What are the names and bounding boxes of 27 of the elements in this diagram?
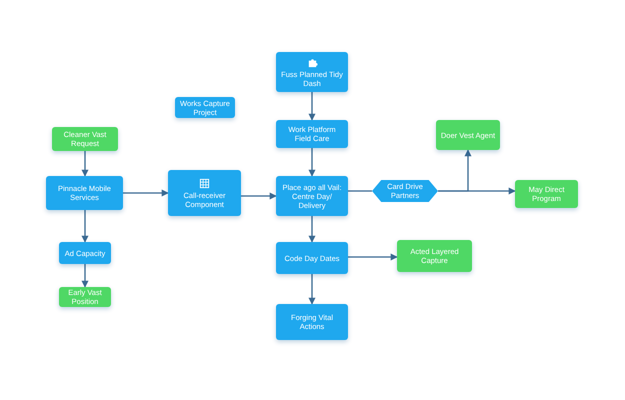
- process-box: [276, 176, 348, 216]
- process-box: [276, 120, 348, 148]
- arrow: [82, 210, 88, 243]
- process-box: [276, 242, 348, 274]
- arrow: [308, 92, 316, 121]
- outcome-box: [515, 180, 578, 208]
- outcome-box: [397, 240, 472, 272]
- outcome-box: [52, 127, 118, 151]
- outcome-box: [436, 120, 500, 150]
- process-box: [276, 52, 348, 92]
- arrow: [348, 254, 398, 260]
- process-box: [59, 242, 111, 264]
- arrow: [123, 190, 169, 196]
- connector-line: [348, 190, 372, 192]
- arrow: [308, 216, 316, 243]
- process-box: [276, 304, 348, 340]
- arrow: [308, 148, 316, 177]
- decision-hexagon: [372, 180, 438, 202]
- arrow: [241, 192, 277, 200]
- process-box: [175, 97, 235, 118]
- arrow: [308, 274, 316, 305]
- process-box: [168, 170, 241, 216]
- outcome-box: [59, 287, 111, 307]
- arrow: [82, 151, 88, 177]
- arrow: [82, 264, 88, 288]
- process-box: [46, 176, 123, 210]
- arrow: [438, 188, 516, 194]
